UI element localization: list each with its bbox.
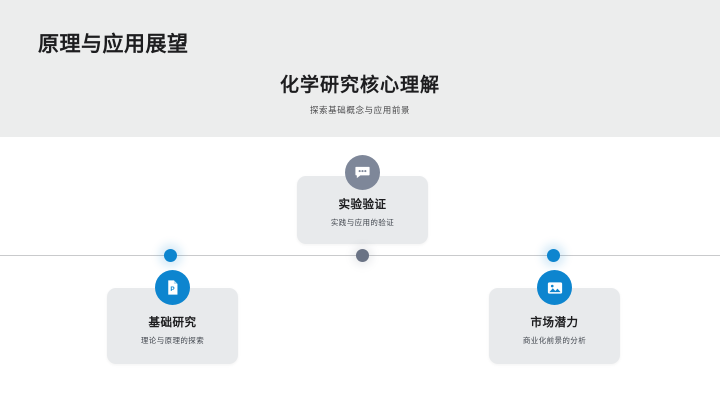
main-subheading: 探索基础概念与应用前景: [309, 105, 411, 115]
timeline-card-title: 实验验证: [338, 199, 387, 211]
timeline-node-basic-research[interactable]: [164, 249, 177, 262]
timeline-card-description: 理论与原理的探索: [140, 336, 205, 345]
timeline-card-description: 实践与应用的验证: [330, 218, 395, 227]
main-heading: 化学研究核心理解: [279, 75, 440, 96]
timeline-card-description: 商业化前景的分析: [522, 336, 587, 345]
header-band: [0, 0, 720, 137]
image-picture-icon: [537, 270, 572, 305]
svg-text:P: P: [170, 286, 175, 293]
timeline-card-title: 基础研究: [148, 317, 197, 329]
timeline-card-title: 市场潜力: [530, 317, 579, 329]
document-p-icon: P: [155, 270, 190, 305]
timeline-card-experiment-verification[interactable]: 实验验证 实践与应用的验证: [297, 176, 428, 244]
heading-block: 化学研究核心理解 探索基础概念与应用前景: [0, 74, 720, 116]
timeline-node-market-potential[interactable]: [547, 249, 560, 262]
page-title: 原理与应用展望: [38, 33, 189, 56]
chat-bubble-icon: [345, 155, 380, 190]
timeline-node-experiment-verification[interactable]: [356, 249, 369, 262]
